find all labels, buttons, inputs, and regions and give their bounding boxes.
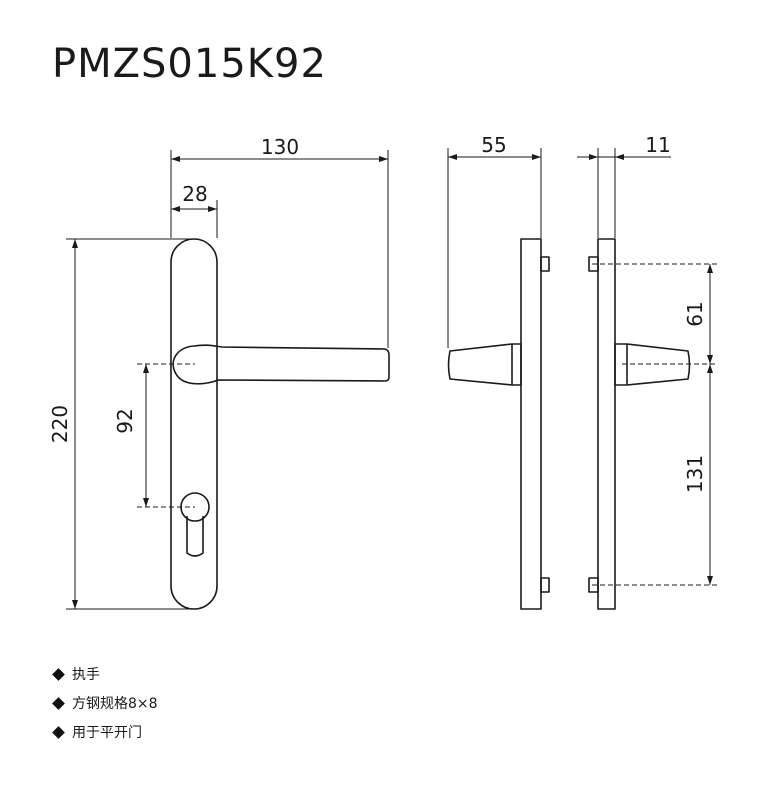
note-item: 执手 <box>52 660 158 689</box>
note-item: 方钢规格8×8 <box>52 689 158 718</box>
dim-plate-width: 28 <box>182 182 207 206</box>
dim-lower-hole-offset: 131 <box>683 455 707 493</box>
dim-upper-hole-offset: 61 <box>683 301 707 326</box>
dim-plate-thickness: 11 <box>645 133 670 157</box>
note-text: 用于平开门 <box>72 724 142 741</box>
side1-lever-profile <box>447 343 522 386</box>
side2-pin-bottom <box>588 577 599 593</box>
note-item: 用于平开门 <box>52 718 158 747</box>
side1-pin-bottom <box>540 577 550 593</box>
note-text: 执手 <box>72 666 100 683</box>
diamond-bullet-icon <box>52 726 65 739</box>
note-text: 方钢规格8×8 <box>72 695 158 712</box>
dim-plate-height: 220 <box>48 405 72 443</box>
front-backplate <box>170 238 218 610</box>
side1-pin-top <box>540 256 550 272</box>
front-lever <box>172 344 390 385</box>
dim-side-projection: 55 <box>481 133 506 157</box>
side1-backplate <box>520 238 542 610</box>
diamond-bullet-icon <box>52 697 65 710</box>
feature-notes: 执手 方钢规格8×8 用于平开门 <box>52 660 158 747</box>
diamond-bullet-icon <box>52 668 65 681</box>
side2-lever-profile <box>614 343 691 386</box>
side2-backplate <box>597 238 616 610</box>
product-title: PMZS015K92 <box>52 41 327 87</box>
dim-center-distance: 92 <box>113 408 137 433</box>
dim-overall-width: 130 <box>261 135 299 159</box>
side2-pin-top <box>588 256 599 272</box>
cylinder-hole-slot <box>186 516 204 557</box>
